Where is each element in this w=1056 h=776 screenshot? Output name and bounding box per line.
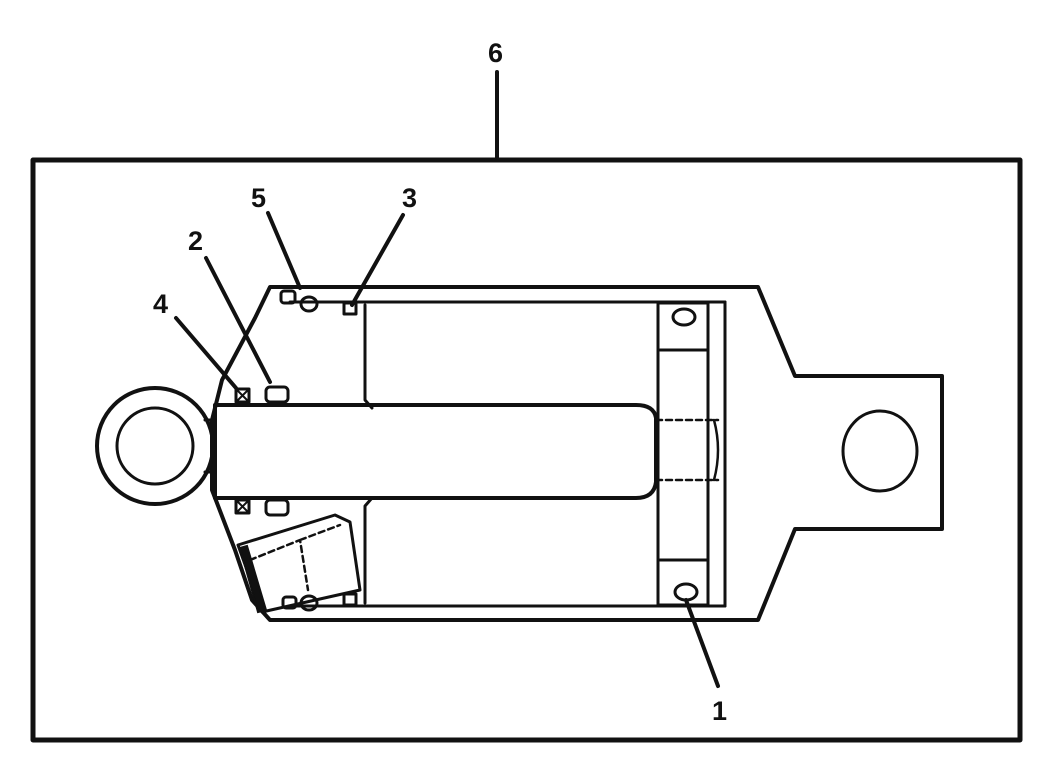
rod-wiper-bottom bbox=[234, 498, 251, 515]
rod-eye-outer bbox=[95, 386, 215, 506]
gland-oring-bottom-a bbox=[281, 595, 298, 610]
rod-eye-neck bbox=[203, 418, 217, 474]
rod-wiper-top-x bbox=[237, 390, 248, 401]
backup-ring-bottom bbox=[342, 592, 358, 607]
callout-3: 3 bbox=[402, 183, 417, 213]
piston-seal-bottom bbox=[673, 582, 699, 602]
clevis-hole bbox=[841, 409, 919, 493]
rod-wiper-bottom-x bbox=[237, 501, 248, 512]
rod-thread-end bbox=[712, 418, 720, 482]
rod-eye-inner bbox=[115, 406, 195, 486]
piston-seal-top bbox=[671, 307, 697, 327]
leader-5 bbox=[266, 211, 302, 290]
leader-2 bbox=[204, 256, 272, 384]
port-fitting-inner bbox=[248, 523, 342, 592]
gland-boundary bbox=[363, 303, 374, 605]
leader-4 bbox=[174, 316, 238, 390]
cylinder-body-outline bbox=[210, 285, 944, 622]
callout-4: 4 bbox=[153, 289, 168, 319]
callout-1: 1 bbox=[712, 696, 727, 726]
gland-oring-top-b bbox=[299, 295, 319, 313]
rod-seal-top bbox=[264, 385, 290, 404]
leader-3 bbox=[350, 213, 405, 307]
backup-ring-top bbox=[342, 301, 358, 316]
leader-1 bbox=[684, 598, 720, 688]
assembly-frame bbox=[30, 157, 1023, 743]
gland-oring-top-a bbox=[279, 289, 297, 305]
callout-5: 5 bbox=[251, 183, 266, 213]
rod-wiper-top bbox=[234, 387, 251, 404]
piston-rod bbox=[213, 403, 658, 500]
rod-seal-bottom bbox=[264, 498, 290, 517]
callout-2: 2 bbox=[188, 226, 203, 256]
port-fitting-shade bbox=[238, 544, 268, 614]
callout-6: 6 bbox=[488, 38, 503, 68]
